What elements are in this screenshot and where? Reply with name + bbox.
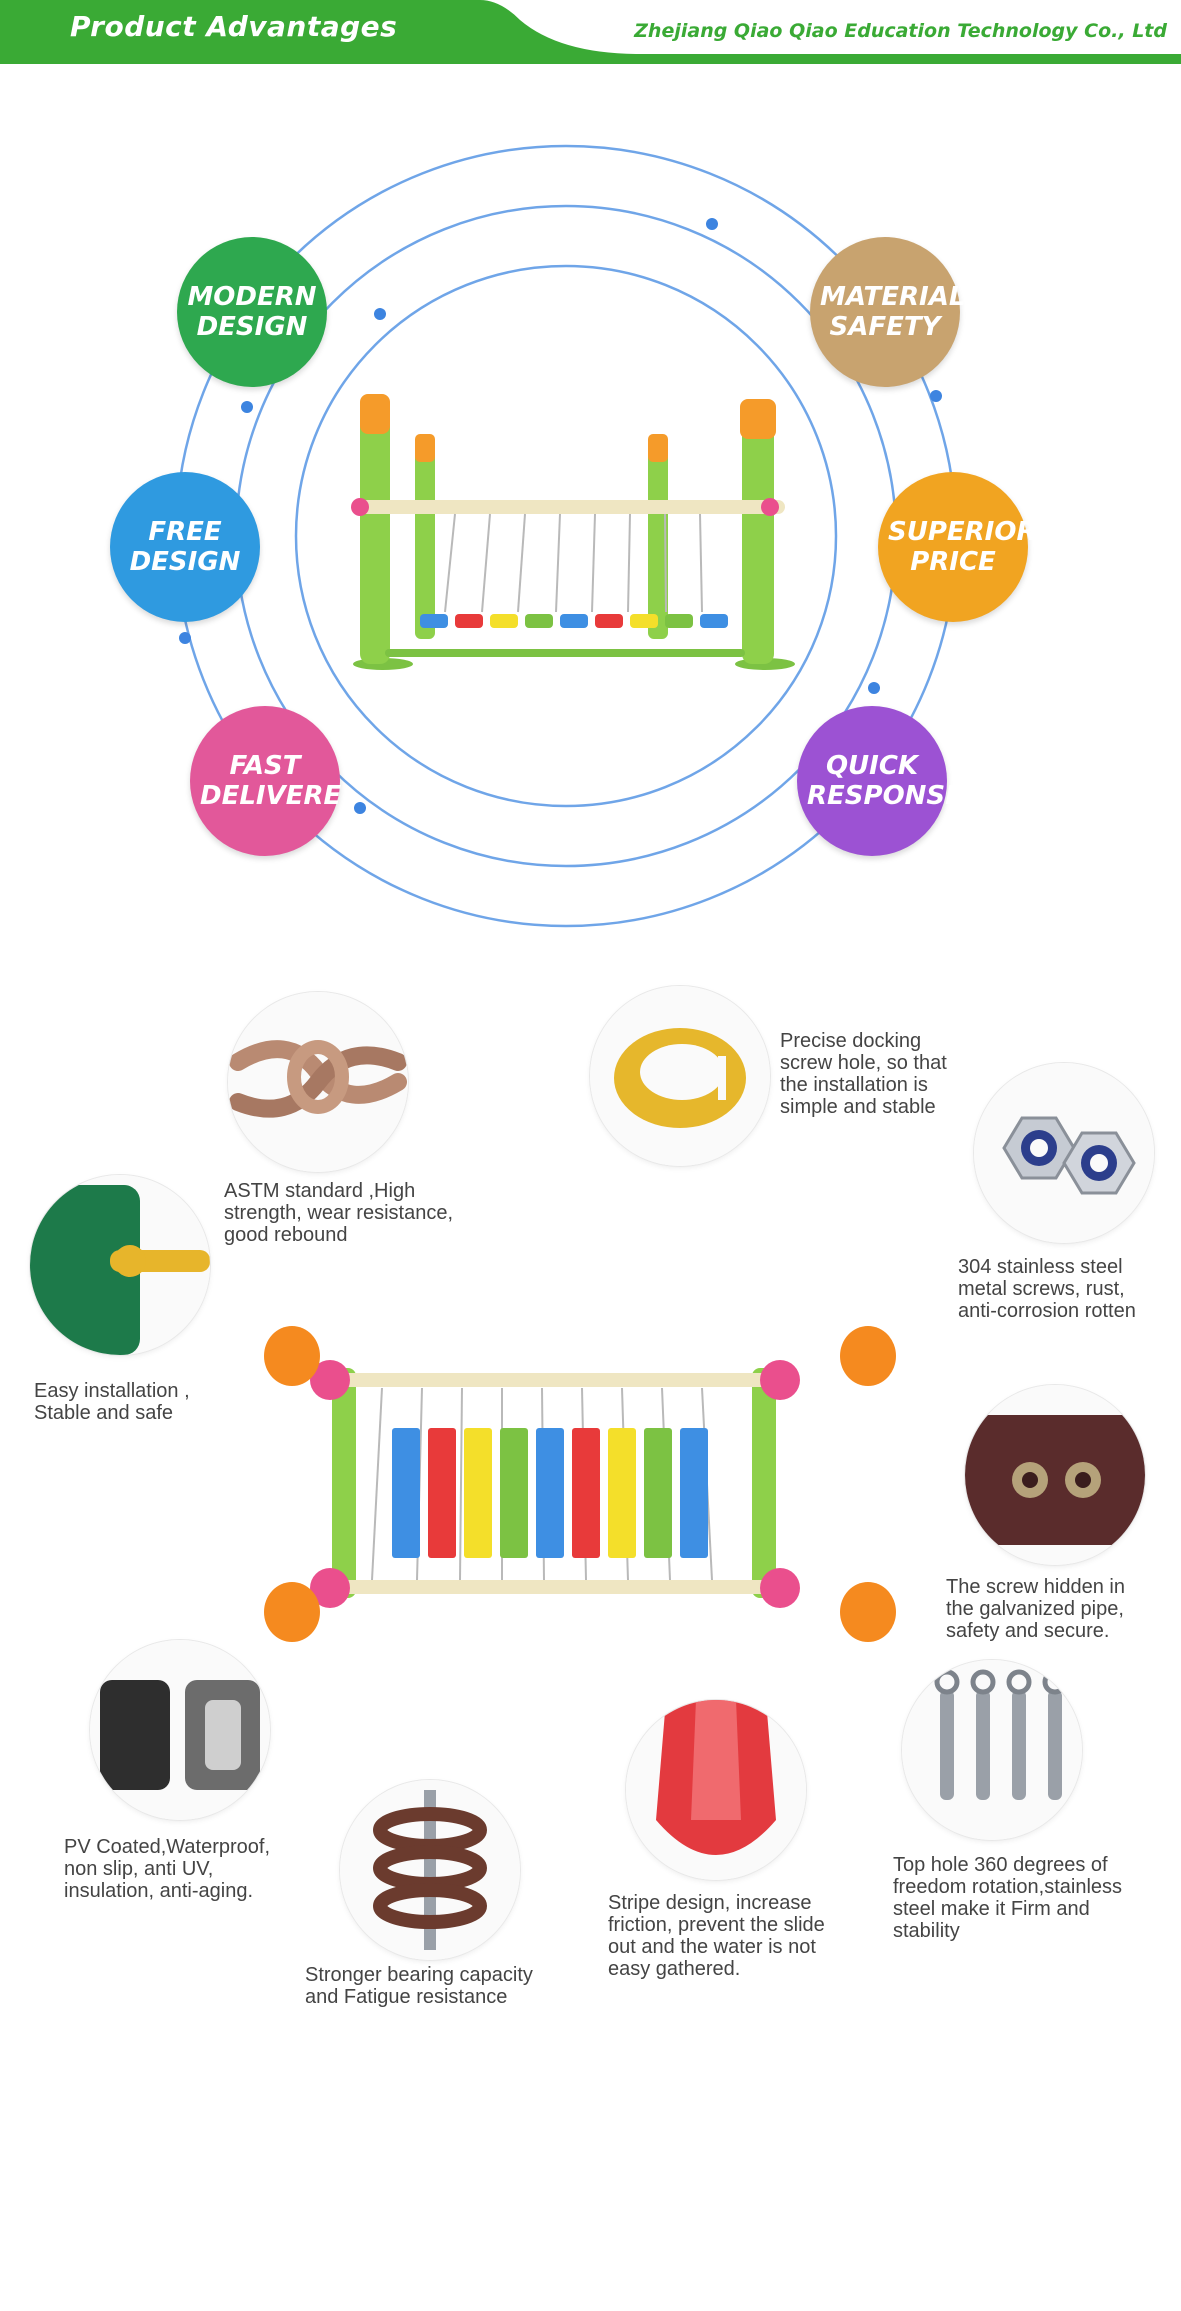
ring-dot xyxy=(354,802,366,814)
badge-fast-delivere: FAST DELIVERE xyxy=(190,706,341,856)
swivel-hook-icon xyxy=(902,1660,1082,1840)
coated-chain-icon xyxy=(90,1640,270,1820)
page-title: Product Advantages xyxy=(70,10,398,43)
feature-clamp-image xyxy=(590,986,770,1166)
badge-material-safety: MATERIAL SAFETY xyxy=(810,237,965,387)
feature-rope-image xyxy=(228,992,408,1172)
rope-knot-icon xyxy=(228,992,408,1172)
badge-quick-response: QUICK RESPONSE xyxy=(797,706,963,856)
inner-ring xyxy=(294,264,838,808)
feature-caption-nut: 304 stainless steel metal screws, rust, … xyxy=(958,1256,1136,1322)
company-name: Zhejiang Qiao Qiao Education Technology … xyxy=(634,20,1167,42)
header-bar: Product Advantages Zhejiang Qiao Qiao Ed… xyxy=(0,0,1181,64)
badge-modern-design: MODERN DESIGN xyxy=(177,237,327,387)
feature-caption-swivel: Top hole 360 degrees of freedom rotation… xyxy=(893,1854,1123,1942)
feature-panel-image xyxy=(30,1175,210,1355)
feature-spring-image xyxy=(340,1780,520,1960)
feature-coated-image xyxy=(90,1640,270,1820)
bridge-top-view-image xyxy=(264,1326,896,1642)
ring-dot xyxy=(179,632,191,644)
feature-hidden-screw-image xyxy=(965,1385,1145,1565)
feature-slide-image xyxy=(626,1700,806,1880)
feature-caption-slide: Stripe design, increase friction, preven… xyxy=(608,1892,825,1980)
feature-nut-image xyxy=(974,1063,1154,1243)
feature-caption-coated: PV Coated,Waterproof, non slip, anti UV,… xyxy=(64,1836,271,1902)
badge-free-design: FREE DESIGN xyxy=(110,472,260,622)
panel-bracket-icon xyxy=(30,1175,210,1355)
spring-icon xyxy=(340,1780,520,1960)
header-banner-shape xyxy=(0,0,1181,64)
feature-caption-hidden-screw: The screw hidden in the galvanized pipe,… xyxy=(946,1576,1125,1642)
feature-caption-clamp: Precise docking screw hole, so that the … xyxy=(780,1030,947,1118)
feature-caption-rope: ASTM standard ,High strength, wear resis… xyxy=(224,1180,453,1246)
lock-nut-icon xyxy=(974,1063,1154,1243)
slide-surface-icon xyxy=(626,1700,806,1880)
ring-dot xyxy=(706,218,718,230)
feature-caption-spring: Stronger bearing capacity and Fatigue re… xyxy=(305,1964,533,2008)
badge-superior-price: SUPERIOR PRICE xyxy=(878,472,1036,622)
hidden-screw-icon xyxy=(965,1385,1145,1565)
ring-dot xyxy=(868,682,880,694)
bridge-product-image xyxy=(351,394,795,670)
pipe-clamp-icon xyxy=(590,986,770,1166)
ring-dot xyxy=(930,390,942,402)
ring-dot xyxy=(241,401,253,413)
ring-dot xyxy=(374,308,386,320)
feature-swivel-image xyxy=(902,1660,1082,1840)
feature-caption-panel: Easy installation , Stable and safe xyxy=(34,1380,190,1424)
